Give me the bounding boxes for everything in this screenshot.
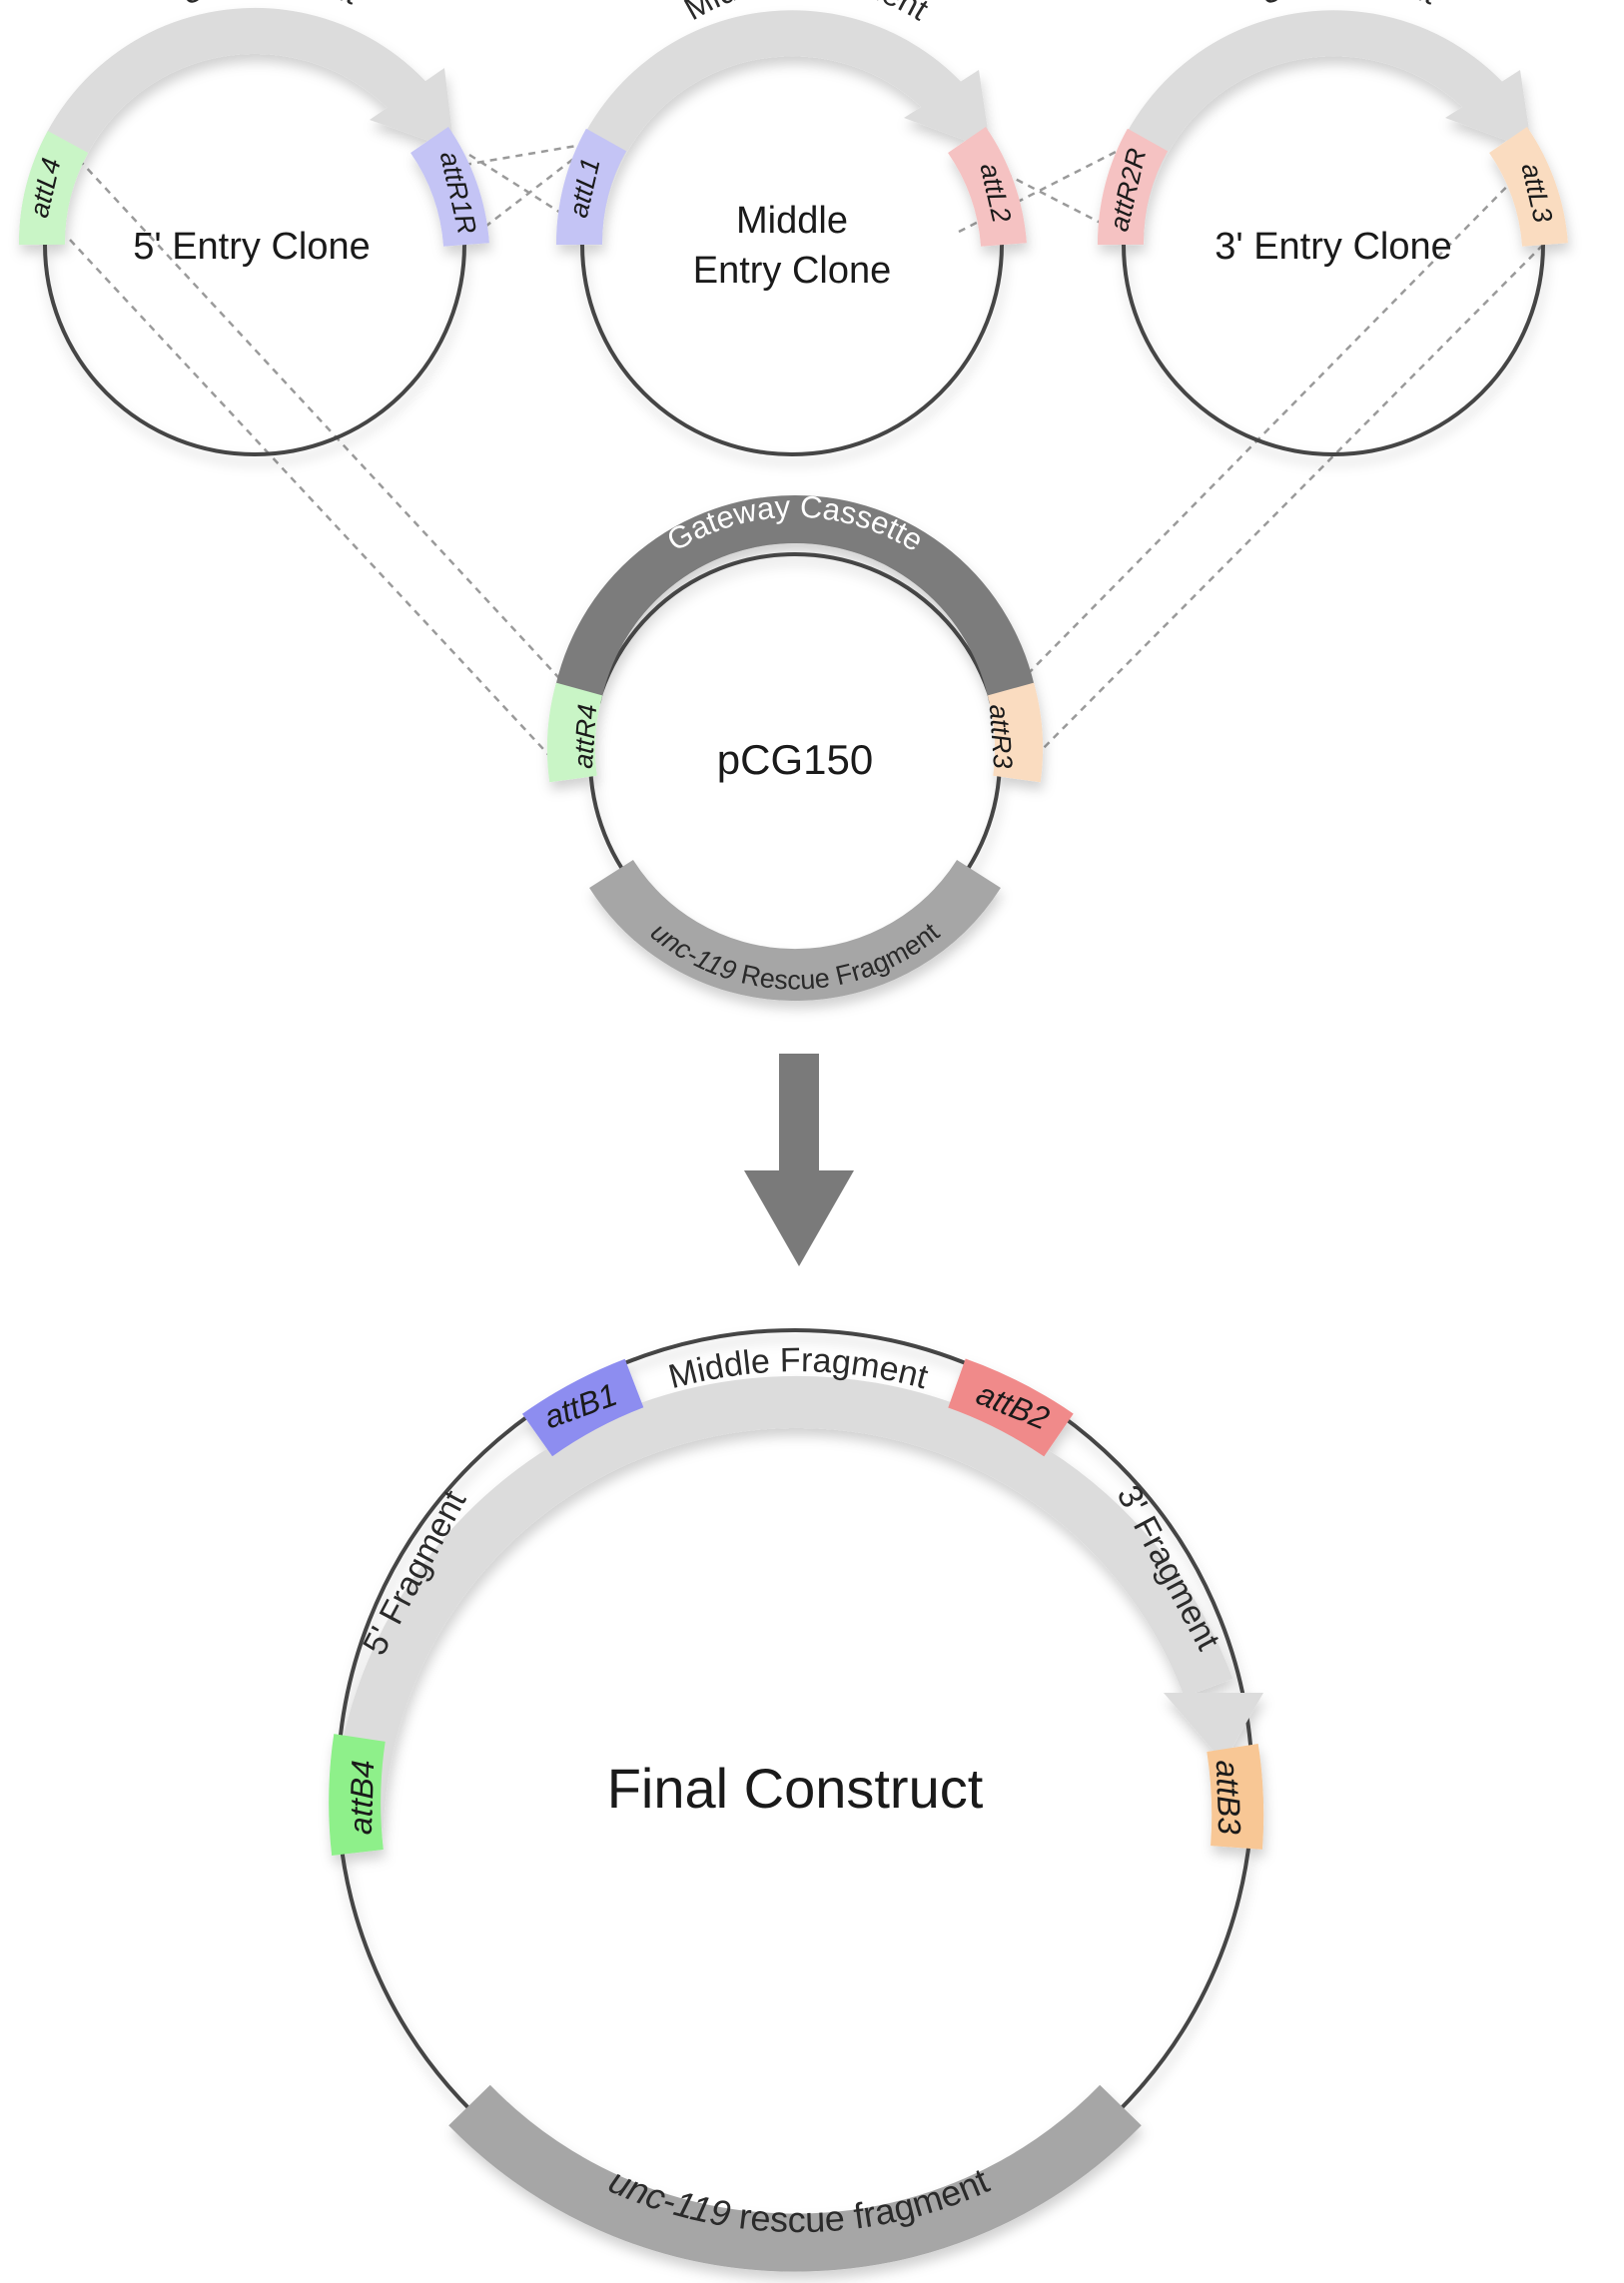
final-rescue-fragment	[448, 2084, 1142, 2272]
site-attr3	[987, 682, 1044, 783]
middle-clone-name-line1: Middle	[736, 200, 848, 242]
three-prime-entry-clone	[1097, 10, 1568, 456]
rescue-fragment	[589, 859, 1001, 1002]
site-attr1r	[409, 126, 489, 248]
site-attl1	[555, 128, 627, 246]
site-attr4	[546, 682, 603, 783]
fragment-arc-main	[332, 1375, 1233, 1829]
three-prime-fragment-label: 3' Fragment	[1255, 0, 1441, 11]
site-attb2	[947, 1358, 1074, 1457]
site-attl4	[18, 130, 89, 246]
site-attb4	[329, 1734, 386, 1856]
three-prime-clone-name: 3' Entry Clone	[1215, 226, 1451, 268]
attb3-label: attB3	[1210, 1760, 1248, 1836]
site-attl3	[1488, 126, 1568, 248]
gateway-cassette	[553, 494, 1037, 704]
attb4-label: attB4	[343, 1760, 382, 1836]
five-prime-entry-clone	[18, 7, 489, 456]
middle-entry-clone	[555, 10, 1027, 456]
site-attl2	[947, 126, 1027, 248]
fragment-arrowhead	[1445, 70, 1532, 150]
site-attb1	[521, 1358, 644, 1457]
fragment-arrowhead	[904, 70, 991, 150]
pcg150-vector	[546, 494, 1044, 1002]
final-construct-name: Final Construct	[607, 1757, 984, 1820]
fragment-arrow	[1098, 10, 1513, 246]
pcg150-name: pCG150	[717, 736, 873, 783]
fragment-arrow	[18, 7, 436, 246]
middle-clone-name-line2: Entry Clone	[693, 250, 892, 292]
fragment-arrowhead	[370, 68, 454, 150]
attr3-label: attR3	[984, 703, 1018, 769]
attr4-label: attR4	[568, 703, 602, 769]
site-attr2r	[1097, 128, 1169, 246]
final-arrowhead	[1164, 1693, 1263, 1763]
down-arrow-icon	[744, 1054, 854, 1266]
five-prime-clone-name: 5' Entry Clone	[133, 226, 370, 268]
site-attb3	[1207, 1744, 1264, 1850]
final-construct	[329, 1328, 1264, 2272]
